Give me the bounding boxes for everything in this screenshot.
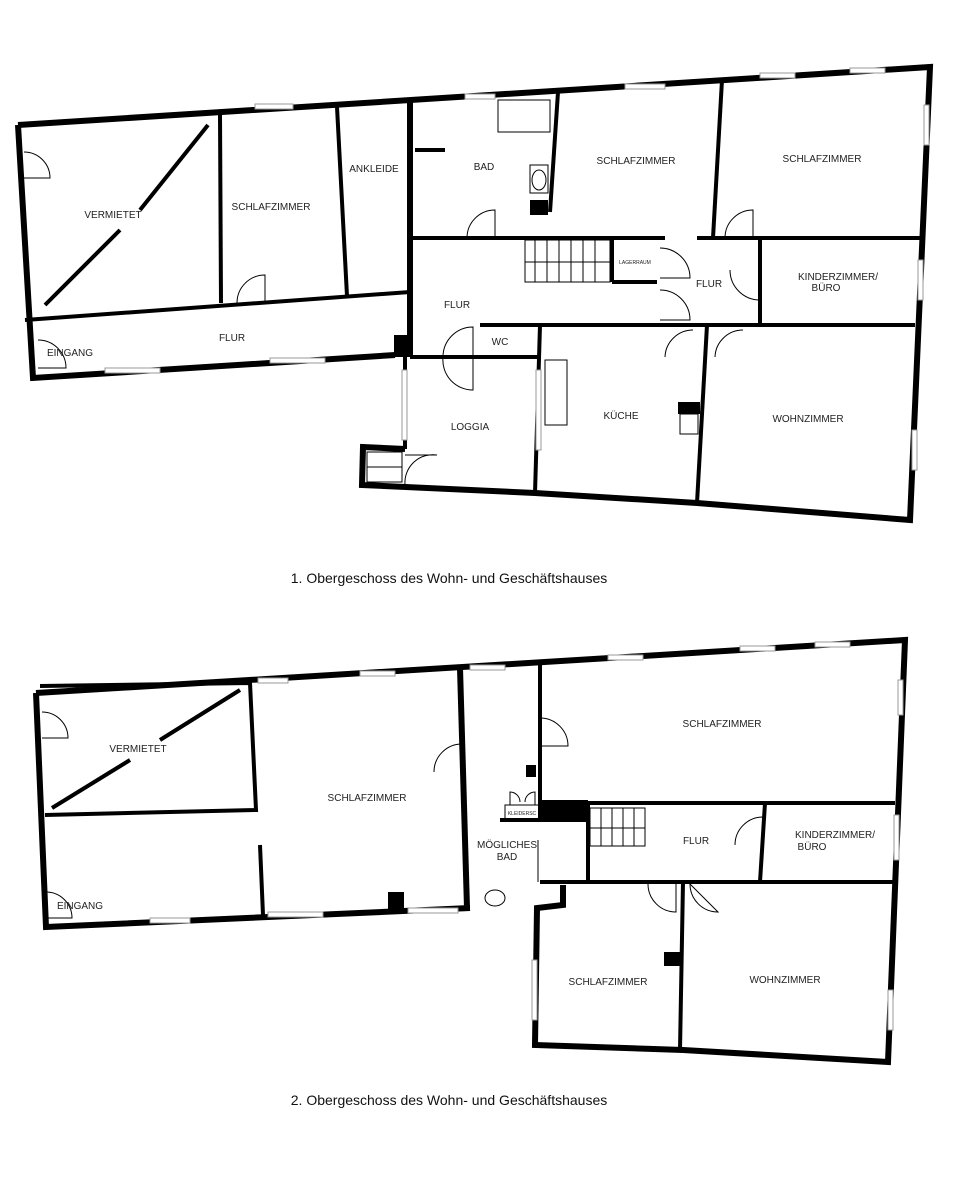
room-label-ankleide: ANKLEIDE [349, 164, 399, 175]
room-label-kinderzimmer: KINDERZIMMER/ [798, 272, 878, 283]
plan-caption: 2. Obergeschoss des Wohn- und Geschäftsh… [291, 1092, 607, 1108]
room-label-lagerraum: LAGERRAUM [619, 260, 651, 266]
windows [149, 641, 904, 1031]
room-label-moegliches: MÖGLICHES [477, 839, 537, 851]
room-label-buero: BÜRO [798, 841, 827, 853]
floor-plan-1: VERMIETET SCHLAFZIMMER ANKLEIDE BAD SCHL… [15, 63, 934, 586]
room-label-flur: FLUR [683, 836, 709, 847]
walls [33, 636, 909, 1066]
room-label-schlafzimmer: SCHLAFZIMMER [232, 202, 311, 213]
room-label-kleiderschrank: KLEIDERSC [508, 811, 537, 817]
room-label-eingang: EINGANG [47, 348, 93, 359]
plan-caption: 1. Obergeschoss des Wohn- und Geschäftsh… [291, 570, 607, 586]
room-label-eingang: EINGANG [57, 901, 103, 912]
room-label-vermietet: VERMIETET [84, 210, 141, 221]
room-label-flur: FLUR [696, 279, 722, 290]
windows [104, 67, 930, 471]
fixtures [23, 99, 761, 486]
room-labels: VERMIETET SCHLAFZIMMER ANKLEIDE BAD SCHL… [47, 154, 878, 433]
room-label-kueche: KÜCHE [603, 410, 638, 422]
room-label-buero: BÜRO [812, 282, 841, 294]
room-label-wohnzimmer: WOHNZIMMER [749, 975, 820, 986]
room-labels: VERMIETET SCHLAFZIMMER MÖGLICHES BAD KLE… [57, 719, 875, 988]
room-label-schlafzimmer: SCHLAFZIMMER [328, 793, 407, 804]
room-label-flur: FLUR [444, 300, 470, 311]
walls [15, 63, 934, 524]
room-label-schlafzimmer: SCHLAFZIMMER [683, 719, 762, 730]
room-label-wohnzimmer: WOHNZIMMER [772, 414, 843, 425]
room-label-wc: WC [492, 337, 509, 348]
room-label-loggia: LOGGIA [451, 422, 490, 433]
room-label-kinderzimmer: KINDERZIMMER/ [795, 830, 875, 841]
room-label-flur: FLUR [219, 333, 245, 344]
room-label-vermietet: VERMIETET [109, 744, 166, 755]
room-label-schlafzimmer: SCHLAFZIMMER [597, 156, 676, 167]
room-label-schlafzimmer: SCHLAFZIMMER [569, 977, 648, 988]
room-label-bad: BAD [497, 852, 518, 863]
fixtures [41, 688, 764, 919]
floor-plan-2: VERMIETET SCHLAFZIMMER MÖGLICHES BAD KLE… [33, 636, 909, 1108]
room-label-bad: BAD [474, 162, 495, 173]
room-label-schlafzimmer: SCHLAFZIMMER [783, 154, 862, 165]
